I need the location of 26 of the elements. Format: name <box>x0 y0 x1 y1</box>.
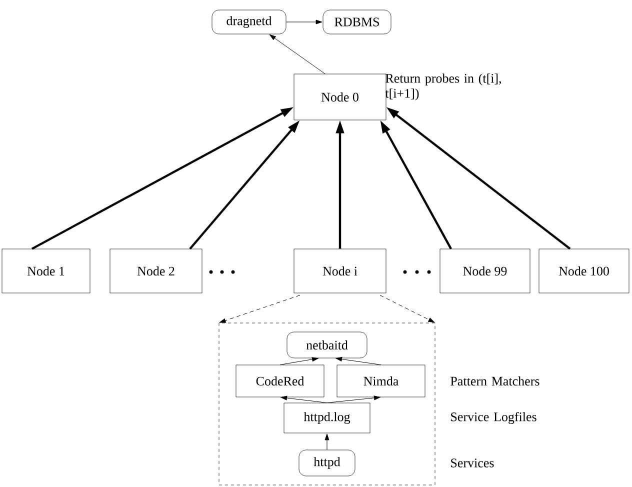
process-box: Node 2 <box>110 248 202 294</box>
annotation: Return probes in (t[i], t[i+1]) <box>385 74 501 100</box>
annotation: Service Logfiles <box>451 412 536 424</box>
annotation: Pattern Matchers <box>450 376 540 386</box>
arrow <box>286 20 322 24</box>
arrow <box>324 434 330 450</box>
dashed-arrow <box>380 294 435 323</box>
arrow <box>336 356 382 366</box>
arrow <box>269 34 326 74</box>
arrow <box>326 396 380 404</box>
arrow <box>280 396 328 404</box>
dashed-arrow <box>219 294 300 323</box>
annotation: Services <box>451 458 494 468</box>
process-box: Node 99 <box>440 248 530 294</box>
process-box: Nimda <box>336 364 426 398</box>
service-box: RDBMS <box>322 10 392 34</box>
service-box: netbaitd <box>286 332 368 358</box>
process-box: Node 100 <box>538 248 630 294</box>
process-box: CodeRed <box>236 364 324 398</box>
process-box: httpd.log <box>284 402 370 434</box>
process-box: Node 0 <box>294 74 386 120</box>
process-box: Node 1 <box>2 248 90 294</box>
expansion-box <box>218 322 436 486</box>
service-box: httpd <box>298 450 356 476</box>
service-box: dragnetd <box>212 10 286 34</box>
process-box: Node i <box>294 248 386 294</box>
